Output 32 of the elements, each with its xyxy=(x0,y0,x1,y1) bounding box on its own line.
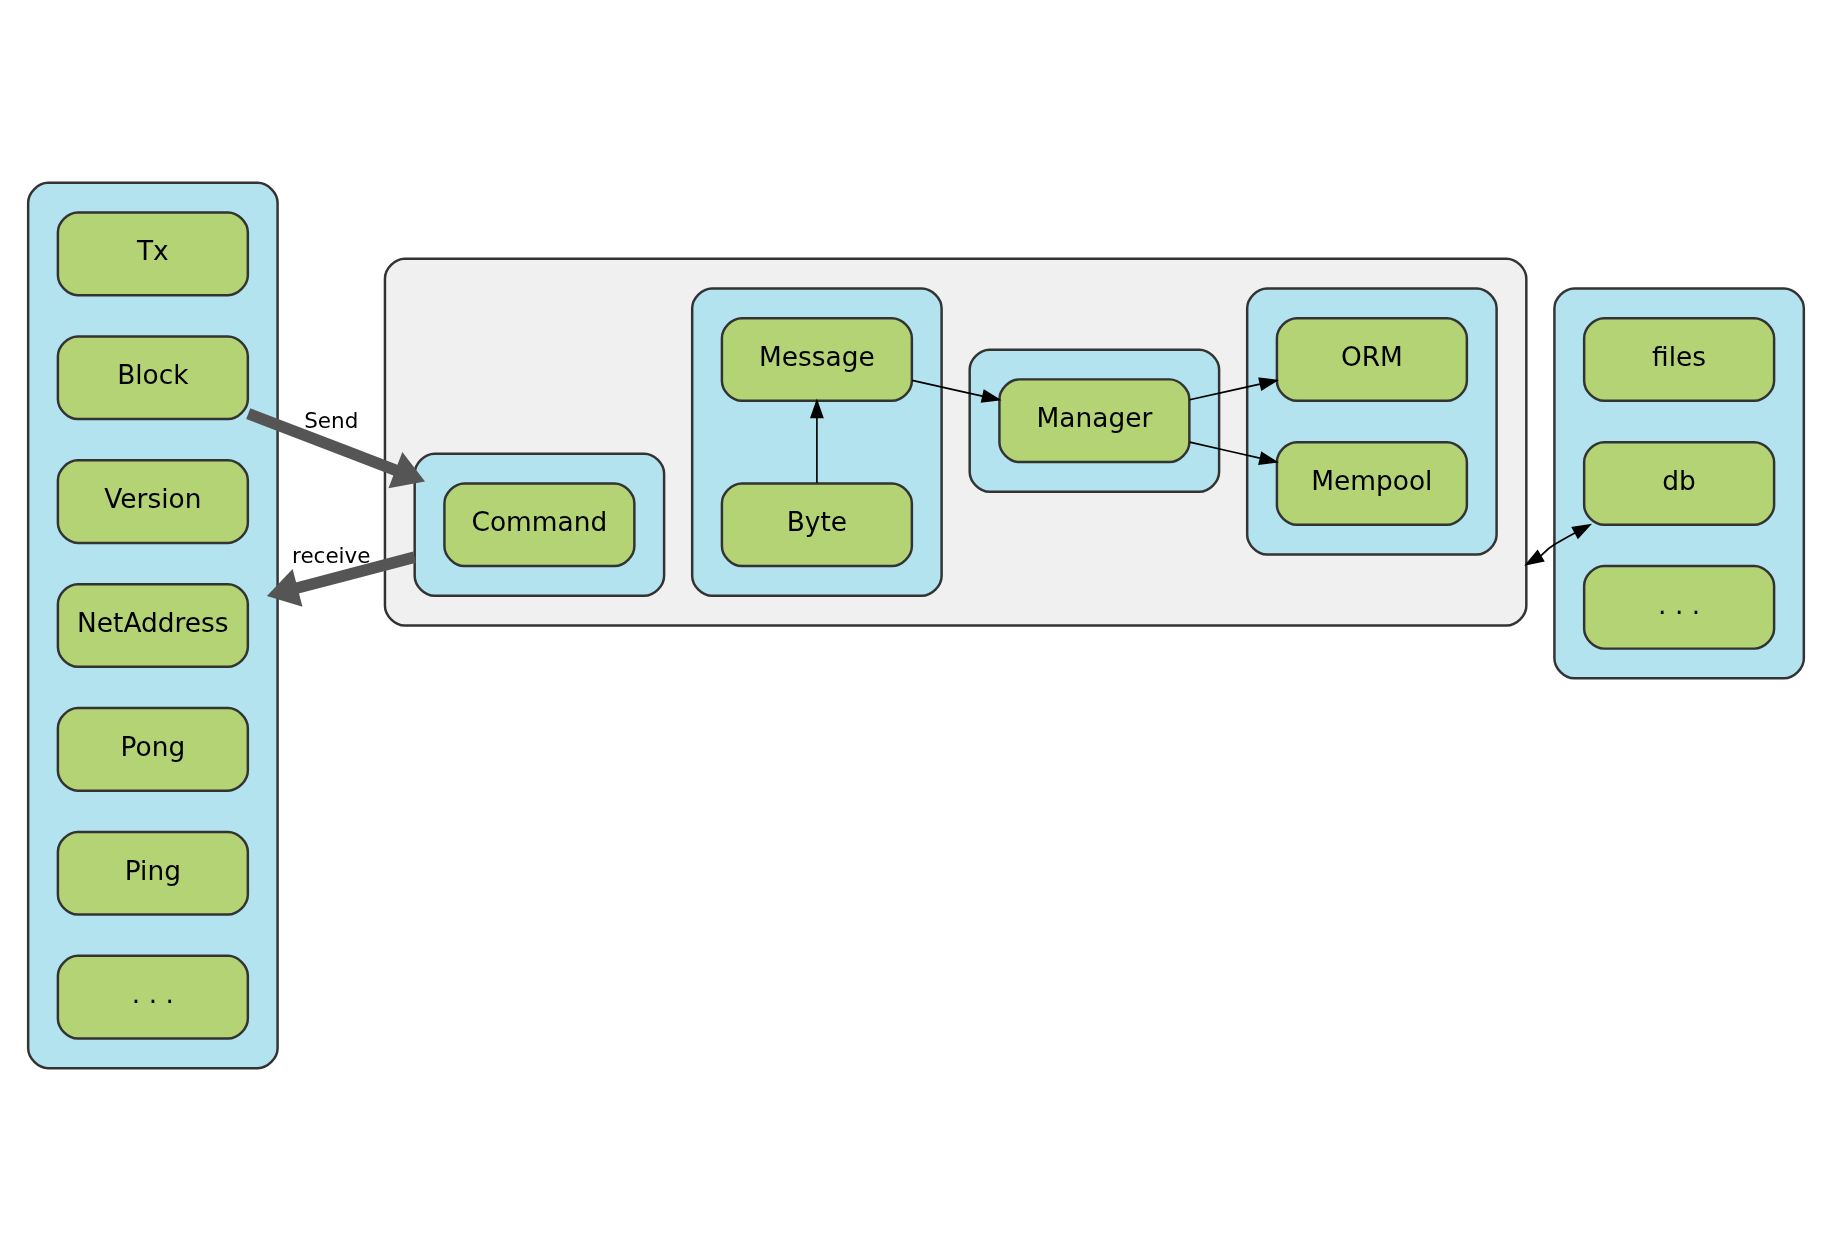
node-box: Tx xyxy=(56,211,250,297)
cluster xyxy=(26,181,279,1070)
cluster xyxy=(1245,287,1498,556)
edge-label: Send xyxy=(304,407,359,433)
arrow xyxy=(1188,377,1280,401)
cluster xyxy=(413,452,666,597)
cluster xyxy=(690,287,943,597)
node-box: Pong xyxy=(56,706,250,792)
node-box: Command xyxy=(443,482,636,568)
arrow xyxy=(1524,523,1593,566)
node-box: Block xyxy=(56,335,250,421)
node-box: Version xyxy=(56,459,250,545)
node-box: Ping xyxy=(56,830,250,916)
node-box: Byte xyxy=(720,482,914,568)
arrow xyxy=(809,398,824,484)
cluster xyxy=(968,348,1221,493)
node-box: ORM xyxy=(1275,317,1469,403)
node-box: Message xyxy=(720,317,914,403)
arrow xyxy=(911,379,1002,403)
node-box: NetAddress xyxy=(56,582,250,669)
arrow xyxy=(1188,441,1280,465)
edge-label: receive xyxy=(292,543,371,569)
node-box: . . . xyxy=(56,954,250,1040)
node-box: files xyxy=(1582,317,1776,403)
node-box: Mempool xyxy=(1275,440,1469,526)
cluster xyxy=(383,257,1528,627)
arrow xyxy=(266,551,417,607)
node-box: . . . xyxy=(1582,564,1776,650)
cluster xyxy=(1553,287,1806,680)
node-box: db xyxy=(1582,440,1776,526)
node-box: Manager xyxy=(998,378,1191,464)
arrow xyxy=(246,408,425,489)
